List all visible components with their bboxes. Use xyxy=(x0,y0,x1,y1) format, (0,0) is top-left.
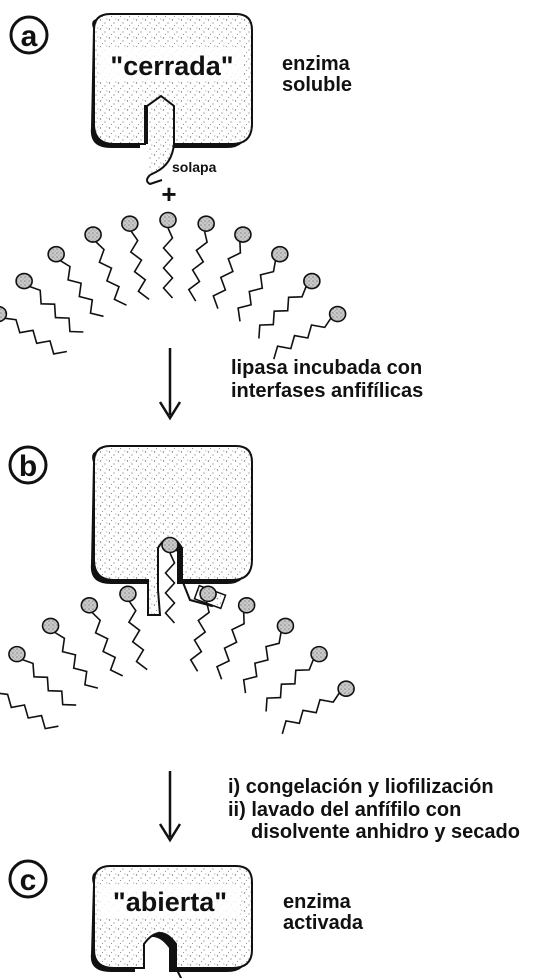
lipid-molecule xyxy=(0,681,58,728)
amphiphile-interface-a xyxy=(0,213,346,360)
lipid-molecule xyxy=(85,227,126,305)
description-c-line2: activada xyxy=(283,912,364,934)
lipid-molecule xyxy=(274,307,346,360)
lipid-head xyxy=(200,586,216,601)
lipid-tail xyxy=(131,232,149,300)
lipid-tail xyxy=(282,693,339,734)
lipid-tail xyxy=(217,613,244,680)
plus-sign: + xyxy=(161,179,176,209)
lipid-head xyxy=(338,681,354,696)
lipid-head xyxy=(277,618,293,633)
lipid-head xyxy=(311,647,327,662)
step2-line2: ii) lavado del anfífilo con xyxy=(228,799,461,821)
flap-label: solapa xyxy=(172,159,217,175)
panel-c: c "abierta" enzima activada xyxy=(10,861,364,978)
enzyme-bound xyxy=(91,446,252,615)
lipid-molecule xyxy=(48,247,103,317)
lipid-head xyxy=(235,227,251,242)
lipid-tail xyxy=(189,232,207,302)
lipid-molecule-inserted xyxy=(162,538,178,624)
lipid-tail xyxy=(5,318,67,354)
lipid-head xyxy=(239,598,255,613)
description-a-line1: enzima xyxy=(282,53,351,75)
step1-line2: interfases anfifílicas xyxy=(231,380,423,402)
lipid-head xyxy=(81,598,97,613)
lipid-head xyxy=(160,213,176,228)
lipid-molecule xyxy=(43,618,98,688)
description-a-line2: soluble xyxy=(282,74,352,96)
lipid-molecule xyxy=(282,681,354,734)
step2-arrow xyxy=(160,771,180,840)
lipid-head xyxy=(0,307,6,322)
badge-c-letter: c xyxy=(20,864,37,897)
lipid-molecule xyxy=(213,227,251,309)
lipid-tail xyxy=(23,660,76,705)
step1-line1: lipasa incubada con xyxy=(231,357,422,379)
lipid-molecule xyxy=(81,598,122,676)
lipid-tail xyxy=(61,261,104,317)
lipid-tail xyxy=(238,261,275,322)
lipid-head xyxy=(48,247,64,262)
state-label-open: "abierta" xyxy=(113,887,227,917)
step2-line1: i) congelación y liofilización xyxy=(228,776,494,798)
lipid-molecule xyxy=(9,647,76,705)
lipid-tail xyxy=(274,318,331,359)
lipid-molecule xyxy=(160,213,176,299)
lipid-molecule xyxy=(0,307,67,354)
lipid-molecule xyxy=(244,618,294,693)
step2-line3: disolvente anhidro y secado xyxy=(251,821,520,843)
lipid-tail xyxy=(96,242,126,305)
lipid-head xyxy=(330,307,346,322)
lipid-molecule xyxy=(16,274,83,332)
lipid-tail xyxy=(213,242,240,309)
lipid-tail xyxy=(266,660,313,712)
lipid-tail xyxy=(259,287,306,339)
lipid-head xyxy=(120,586,136,601)
lipid-molecule xyxy=(266,647,327,712)
lipid-tail xyxy=(55,633,98,689)
state-label-closed: "cerrada" xyxy=(110,51,233,81)
lipid-tail xyxy=(166,553,175,623)
step1-arrow xyxy=(160,348,180,418)
panel-a: a "cerrada" solapa enzima soluble + xyxy=(0,14,352,359)
badge-b-letter: b xyxy=(19,450,37,483)
lipid-head xyxy=(43,618,59,633)
badge-a-letter: a xyxy=(21,20,38,53)
lipid-head xyxy=(272,247,288,262)
lipid-head xyxy=(304,274,320,289)
lipid-molecule xyxy=(122,216,149,299)
lipid-tail xyxy=(244,633,281,694)
lipid-head xyxy=(162,538,178,553)
badge-c: c xyxy=(10,861,46,897)
panel-b: b xyxy=(0,446,354,734)
lipid-molecule xyxy=(217,598,255,680)
lipid-head xyxy=(198,216,214,231)
lipid-molecule xyxy=(189,216,214,301)
lipid-head xyxy=(85,227,101,242)
lipid-head xyxy=(9,647,25,662)
lipid-tail xyxy=(0,693,58,729)
badge-a: a xyxy=(11,17,47,53)
lipid-head xyxy=(16,274,32,289)
lipid-molecule xyxy=(120,586,147,669)
lipid-tail xyxy=(129,602,147,670)
lipid-tail xyxy=(30,287,84,332)
lipid-tail xyxy=(164,228,173,298)
description-c-line1: enzima xyxy=(283,891,352,913)
lipid-tail xyxy=(92,613,122,676)
enzyme-open: "abierta" xyxy=(91,866,252,978)
lipid-tail xyxy=(191,602,209,672)
lipid-head xyxy=(122,216,138,231)
badge-b: b xyxy=(10,447,46,483)
